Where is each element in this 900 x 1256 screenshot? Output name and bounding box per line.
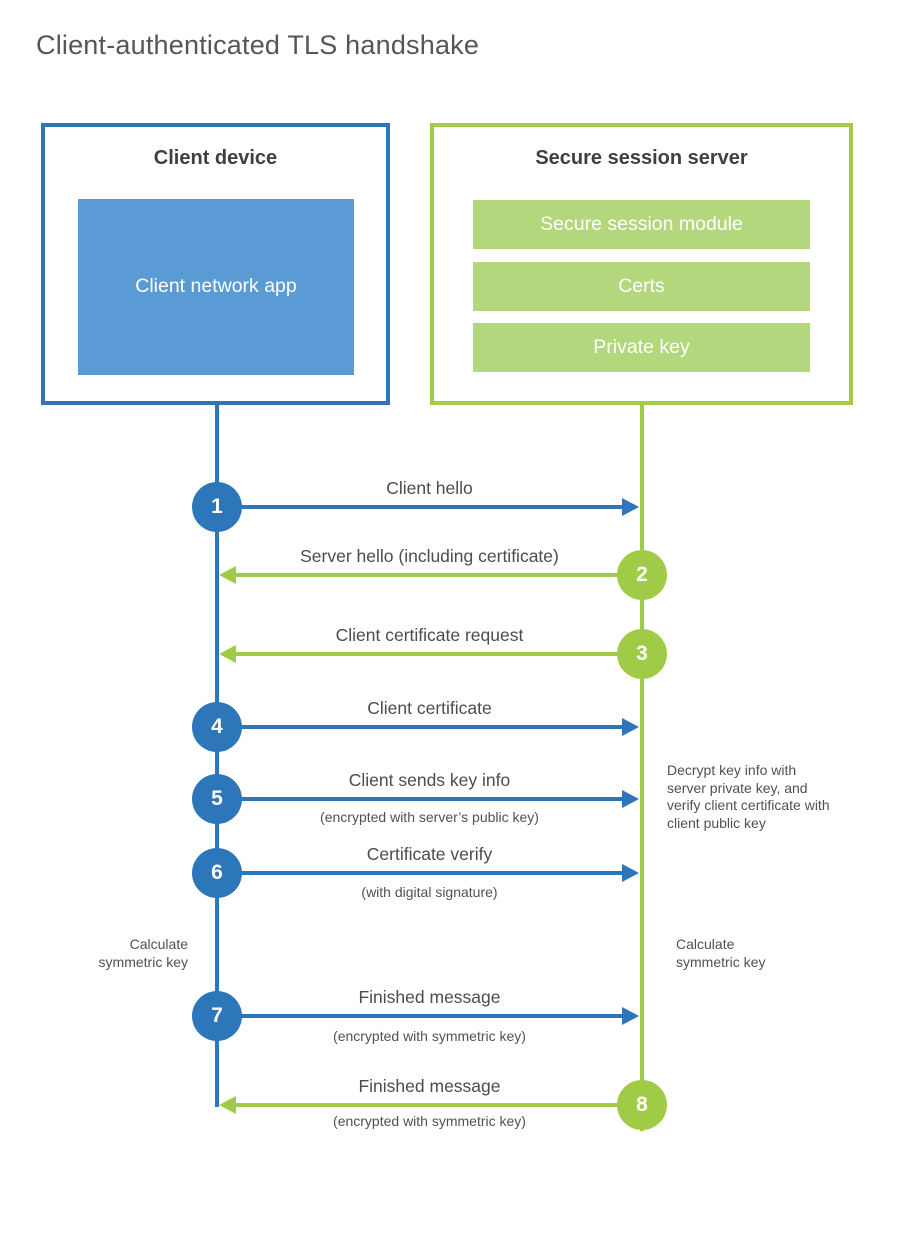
server-module-private-key: Private key — [473, 323, 810, 372]
step-6-number: 6 — [192, 848, 242, 898]
secure-session-server-title: Secure session server — [535, 147, 748, 169]
calculate-symmetric-key-note-client: Calculate symmetric key — [98, 936, 188, 970]
step-3-label: Client certificate request — [335, 625, 524, 645]
step-7-number: 7 — [192, 991, 242, 1041]
step-6-label: Certificate verify — [366, 844, 493, 864]
client-network-app-box: Client network app — [78, 199, 354, 375]
step-7-arrow — [217, 1014, 624, 1018]
step-8-arrowhead-icon — [219, 1096, 236, 1114]
step-4-number: 4 — [192, 702, 242, 752]
step-8-arrow — [235, 1103, 642, 1107]
client-device-title: Client device — [153, 147, 278, 169]
step-2-arrow — [235, 573, 642, 577]
server-module-certs: Certs — [473, 262, 810, 311]
step-6-sublabel: (with digital signature) — [361, 884, 498, 900]
step-2-arrowhead-icon — [219, 566, 236, 584]
step-1-number: 1 — [192, 482, 242, 532]
step-4-label: Client certificate — [367, 698, 492, 718]
step-5-sublabel: (encrypted with server’s public key) — [320, 809, 539, 825]
calculate-symmetric-key-note-server: Calculate symmetric key — [676, 936, 766, 970]
step-2-number: 2 — [617, 550, 667, 600]
step-5-number: 5 — [192, 774, 242, 824]
client-lifeline — [215, 405, 219, 1107]
server-module-secure-session: Secure session module — [473, 200, 810, 249]
step-6-arrowhead-icon — [622, 864, 639, 882]
step-3-arrow — [235, 652, 642, 656]
step-7-label: Finished message — [358, 987, 501, 1007]
step-5-arrowhead-icon — [622, 790, 639, 808]
step-6-arrow — [217, 871, 624, 875]
server-lifeline — [640, 405, 644, 1131]
step-8-sublabel: (encrypted with symmetric key) — [333, 1113, 526, 1129]
step-7-arrowhead-icon — [622, 1007, 639, 1025]
step-1-label: Client hello — [386, 478, 473, 498]
step-5-arrow — [217, 797, 624, 801]
step-8-number: 8 — [617, 1080, 667, 1130]
step-1-arrowhead-icon — [622, 498, 639, 516]
step-3-arrowhead-icon — [219, 645, 236, 663]
step-3-number: 3 — [617, 629, 667, 679]
page-title: Client-authenticated TLS handshake — [36, 30, 480, 60]
client-network-app-label: Client network app — [135, 275, 297, 298]
step-1-arrow — [217, 505, 624, 509]
step-4-arrowhead-icon — [622, 718, 639, 736]
step-2-label: Server hello (including certificate) — [300, 546, 559, 566]
step-7-sublabel: (encrypted with symmetric key) — [333, 1028, 526, 1044]
step-4-arrow — [217, 725, 624, 729]
step-5-label: Client sends key info — [348, 770, 511, 790]
decrypt-key-note: Decrypt key info with server private key… — [667, 762, 830, 831]
step-8-label: Finished message — [358, 1076, 501, 1096]
